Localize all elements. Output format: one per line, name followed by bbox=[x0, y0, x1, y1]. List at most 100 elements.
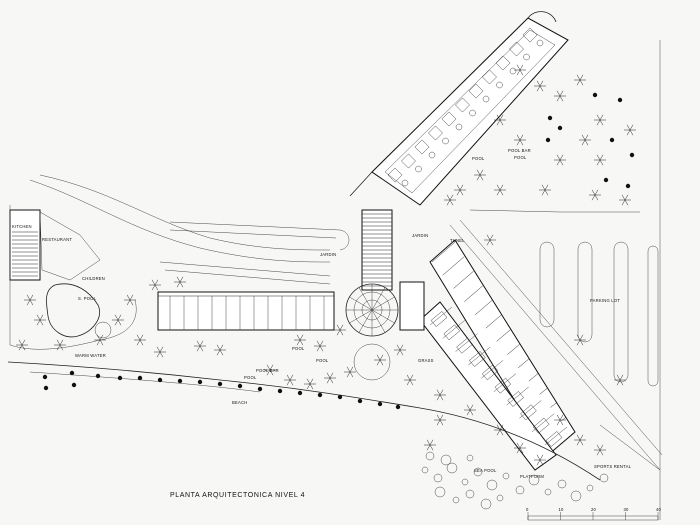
palm-frond bbox=[406, 379, 411, 386]
beach-umbrella bbox=[69, 370, 75, 376]
palm-frond bbox=[519, 442, 524, 449]
lower-wing-hatch bbox=[539, 387, 548, 395]
palm-frond bbox=[346, 366, 351, 373]
palm-frond bbox=[541, 184, 546, 191]
wing-room-fixture bbox=[455, 123, 463, 131]
palm-tree bbox=[284, 374, 296, 386]
palm-frond bbox=[126, 294, 131, 301]
palm-frond bbox=[539, 85, 544, 92]
palm-frond bbox=[536, 459, 541, 466]
scale-tick-label: 30 bbox=[624, 507, 630, 512]
palm-frond bbox=[18, 344, 23, 351]
palm-tree bbox=[304, 378, 316, 390]
palm-frond bbox=[516, 447, 521, 454]
beach-umbrella bbox=[297, 390, 303, 396]
lower-wing-hatch bbox=[496, 329, 511, 342]
palm-frond bbox=[329, 377, 334, 384]
palm-frond bbox=[266, 364, 271, 371]
palm-tree bbox=[514, 64, 526, 76]
rock bbox=[425, 451, 435, 461]
palm-frond bbox=[456, 189, 461, 196]
lower-wing-unit bbox=[430, 311, 448, 327]
palm-frond bbox=[596, 159, 601, 166]
palm-tree bbox=[539, 184, 551, 196]
palm-frond bbox=[139, 334, 144, 341]
lower-wing-hatch bbox=[431, 241, 456, 263]
palm-tree bbox=[214, 344, 226, 356]
beach-umbrella bbox=[237, 383, 243, 389]
palm-frond bbox=[576, 74, 581, 81]
palm-frond bbox=[544, 184, 549, 191]
rotunda-spoke bbox=[371, 309, 386, 333]
palm-tree bbox=[619, 194, 631, 206]
palm-tree bbox=[174, 276, 186, 288]
palm-frond bbox=[449, 199, 454, 206]
rock bbox=[461, 478, 469, 486]
palm-frond bbox=[296, 334, 301, 341]
palm-frond bbox=[117, 314, 122, 321]
wing-room-fixture bbox=[536, 39, 544, 47]
label-sea-pool: SEA POOL bbox=[474, 468, 497, 473]
rotunda-spoke bbox=[349, 296, 373, 311]
palm-frond bbox=[556, 419, 561, 426]
palm-frond bbox=[516, 139, 521, 146]
label-pool-top: POOL bbox=[472, 156, 485, 161]
beach-umbrellas bbox=[42, 92, 635, 410]
palm-tree bbox=[454, 184, 466, 196]
palm-frond bbox=[629, 129, 634, 136]
palm-tree bbox=[594, 444, 606, 456]
palm-frond bbox=[496, 114, 501, 121]
lower-wing-unit-line bbox=[544, 426, 568, 446]
palm-frond bbox=[59, 344, 64, 351]
label-warm-water: WARM WATER bbox=[75, 353, 106, 358]
palm-frond bbox=[581, 134, 586, 141]
label-pool-left: POOL bbox=[244, 375, 257, 380]
palm-frond bbox=[629, 124, 634, 131]
lower-wing-unit bbox=[520, 404, 537, 421]
lower-wing-unit-line bbox=[429, 306, 453, 326]
palm-frond bbox=[579, 434, 584, 441]
wing-room bbox=[428, 125, 443, 141]
wing-room-fixture bbox=[523, 53, 530, 61]
palm-frond bbox=[581, 139, 586, 146]
rotunda-spoke bbox=[371, 287, 386, 311]
palm-frond bbox=[621, 194, 626, 201]
palm-frond bbox=[269, 369, 274, 376]
palm-frond bbox=[626, 129, 631, 136]
wing-room bbox=[509, 41, 524, 57]
palm-frond bbox=[616, 379, 621, 386]
shoreline bbox=[7, 361, 601, 481]
palm-frond bbox=[591, 189, 596, 196]
palm-frond bbox=[39, 314, 44, 321]
palm-tree bbox=[124, 294, 136, 306]
palm-frond bbox=[619, 374, 624, 381]
palm-tree bbox=[112, 314, 124, 326]
palm-frond bbox=[594, 194, 599, 201]
palm-frond bbox=[289, 379, 294, 386]
lower-wing-unit bbox=[532, 417, 550, 434]
palm-frond bbox=[329, 372, 334, 379]
palm-frond bbox=[559, 414, 564, 421]
palm-tree bbox=[34, 314, 46, 326]
rock bbox=[557, 479, 567, 489]
palm-frond bbox=[129, 299, 134, 306]
rock bbox=[446, 462, 458, 474]
palm-tree bbox=[24, 294, 36, 306]
label-parking-lot: PARKING LOT bbox=[590, 298, 620, 303]
palm-frond bbox=[126, 299, 131, 306]
palm-tree bbox=[444, 194, 456, 206]
palm-tree bbox=[514, 442, 526, 454]
palm-frond bbox=[396, 344, 401, 351]
palm-frond bbox=[476, 169, 481, 176]
palm-frond bbox=[399, 344, 404, 351]
palm-frond bbox=[556, 159, 561, 166]
palm-frond bbox=[499, 119, 504, 126]
palm-tree bbox=[494, 114, 506, 126]
scale-tick-label: 40 bbox=[656, 507, 662, 512]
palm-frond bbox=[599, 114, 604, 121]
palm-frond bbox=[36, 319, 41, 326]
wing-room bbox=[522, 27, 538, 43]
palm-frond bbox=[129, 294, 134, 301]
palm-frond bbox=[576, 339, 581, 346]
palm-frond bbox=[326, 372, 331, 379]
